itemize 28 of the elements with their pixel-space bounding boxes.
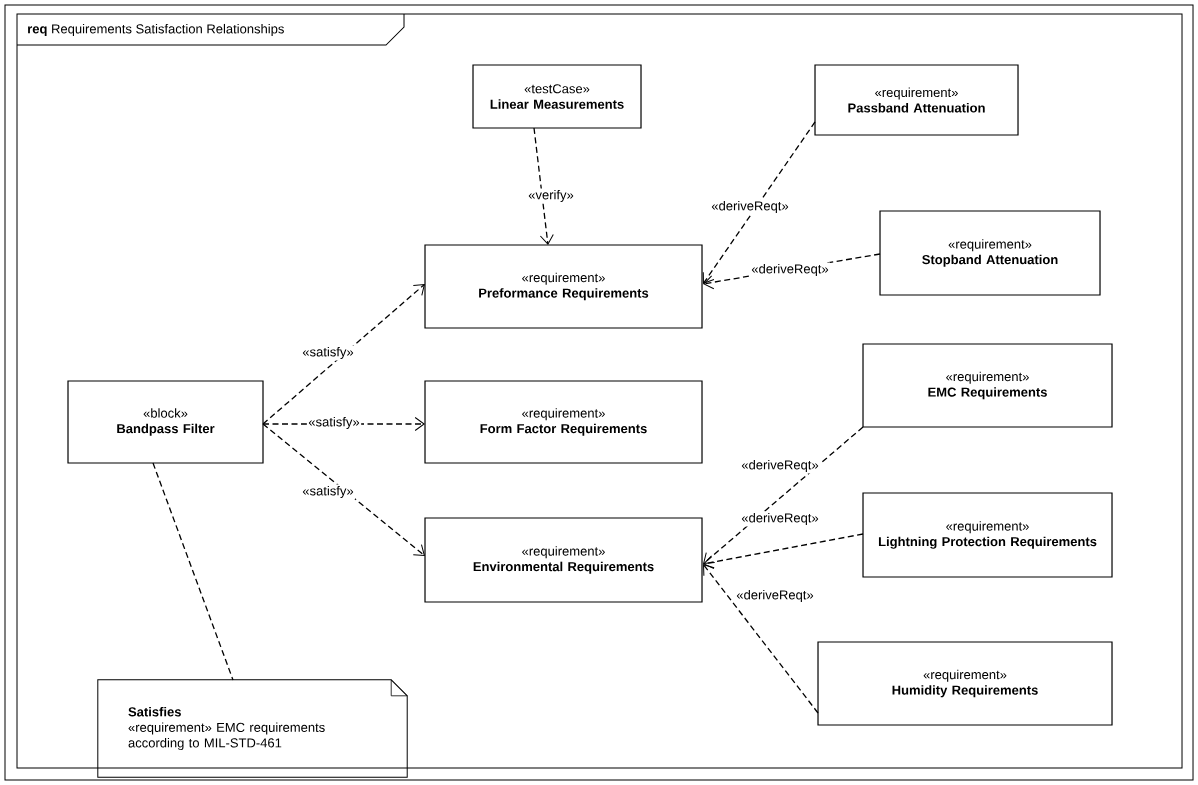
block-box: «requirement» Stopband Attenuation [879, 210, 1101, 296]
edge-label: «satisfy» [300, 345, 356, 361]
edge-label: «deriveReqt» [709, 199, 791, 215]
block-box: «requirement» Passband Attenuation [814, 64, 1019, 136]
edge-label: «satisfy» [300, 484, 356, 500]
block-box: «requirement» Lightning Protection Requirements [862, 492, 1113, 578]
dependency-arrow [703, 564, 819, 714]
dependency-arrow [703, 426, 864, 564]
frame-title: req Requirements Satisfaction Relationships [16, 13, 405, 46]
block-box: «requirement» Humidity Requirements [817, 641, 1113, 726]
block-box: «requirement» EMC Requirements [862, 343, 1113, 428]
edge-label: «deriveReqt» [739, 458, 821, 474]
block-box: «requirement» Preformance Requirements [424, 244, 703, 329]
dependency-arrow [703, 533, 864, 570]
dependency-arrow [262, 284, 425, 425]
edge-label: «deriveReqt» [739, 511, 821, 527]
edge-label: «verify» [526, 188, 576, 204]
block-box: «testCase» Linear Measurements [472, 64, 642, 129]
block-box: «requirement» Form Factor Requirements [424, 380, 703, 464]
block-box: «block» Bandpass Filter [67, 380, 264, 464]
dependency-arrow [702, 121, 816, 284]
edge-label: «deriveReqt» [749, 262, 831, 278]
note-box: Satisfies «requirement» EMC requirements according to MIL-STD-461 [97, 679, 408, 778]
block-box: «requirement» Environmental Requirements [424, 517, 703, 603]
edge-label: «deriveReqt» [734, 588, 816, 604]
edge-label: «satisfy» [306, 415, 362, 431]
dependency-arrow [262, 423, 425, 556]
dependency-arrow [533, 127, 554, 245]
